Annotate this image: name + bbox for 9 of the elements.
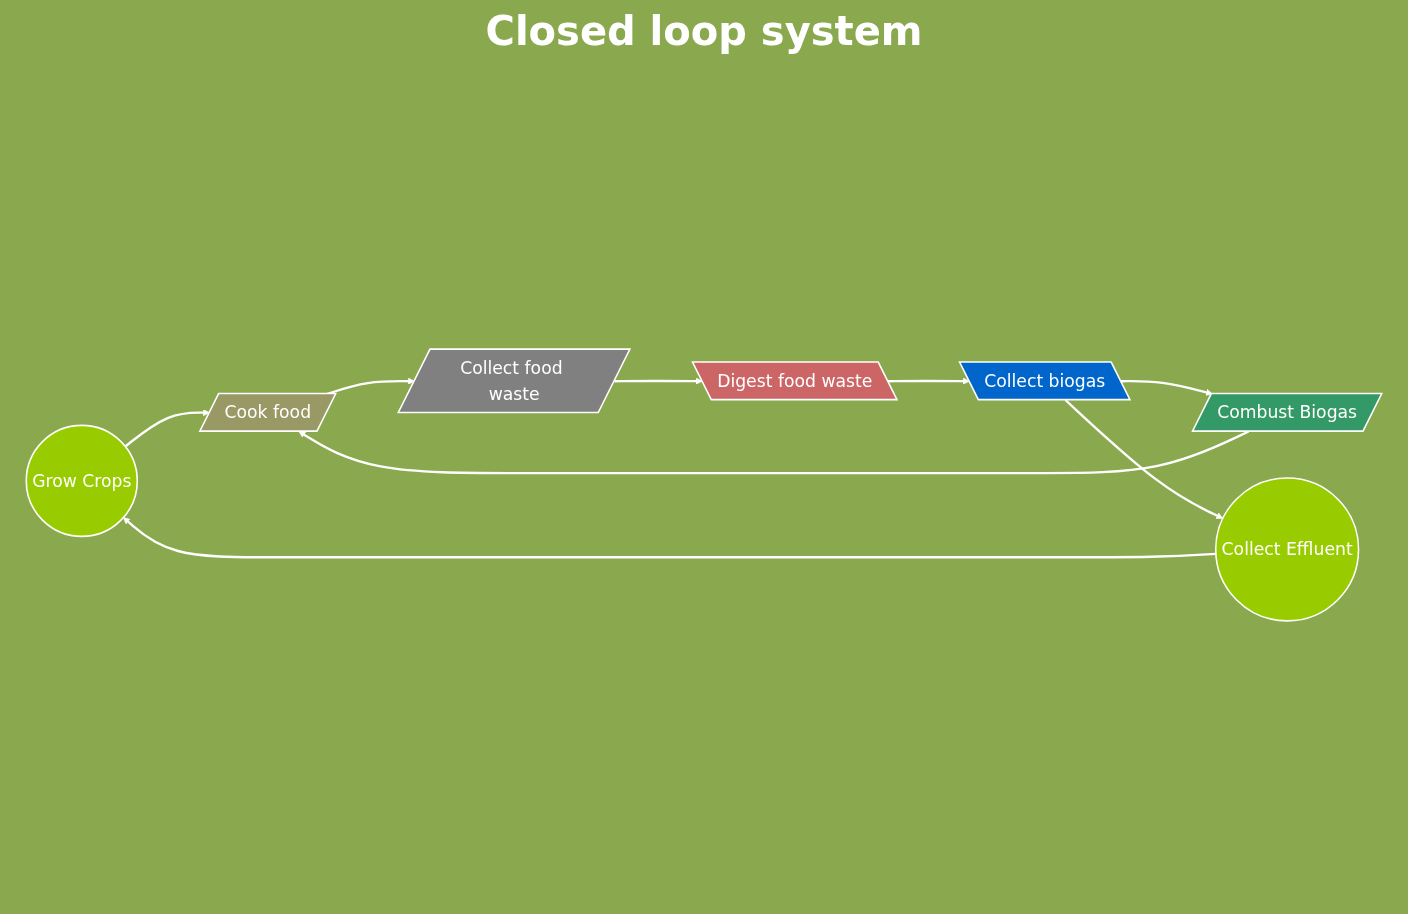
arrow	[124, 409, 210, 448]
arrow	[1064, 399, 1224, 519]
title: Closed loop system	[484, 8, 924, 54]
arrow	[614, 377, 703, 385]
arrow	[123, 517, 1216, 559]
arrow	[1120, 379, 1213, 396]
node-circle: Collect Effluent	[1214, 477, 1360, 622]
node-circle: Grow Crops	[25, 424, 139, 538]
arrow	[887, 377, 970, 385]
